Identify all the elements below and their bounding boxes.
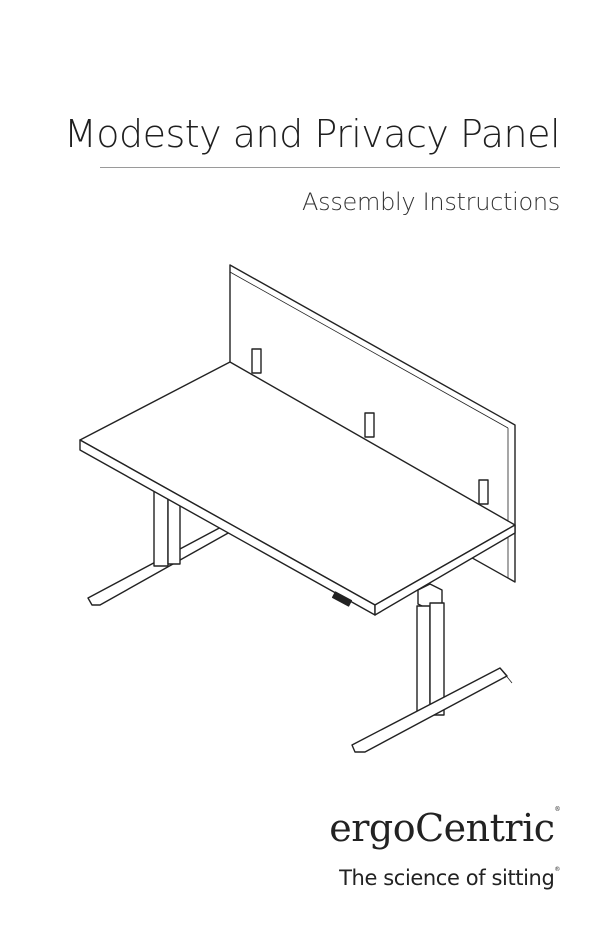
brand-tagline: The science of sitting®	[339, 866, 560, 890]
control-keypad	[331, 591, 353, 607]
title-divider	[100, 167, 560, 168]
panel-brackets	[251, 348, 489, 505]
page-subtitle: Assembly Instructions	[302, 188, 560, 216]
page-title: Modesty and Privacy Panel	[63, 112, 561, 156]
right-leg	[351, 583, 513, 753]
desktop	[79, 361, 516, 616]
brand-logo: ergoCentric®	[329, 806, 560, 850]
